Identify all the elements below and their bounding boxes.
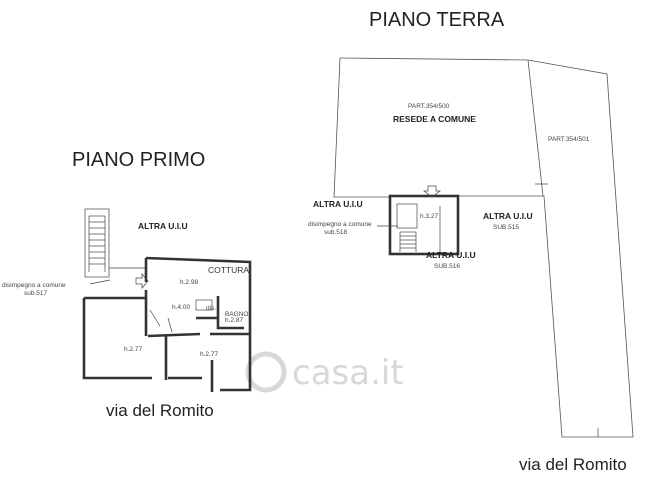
unit-left-walls <box>82 298 152 380</box>
altra-uiu-bottom-label: ALTRA U.I.U <box>426 250 476 260</box>
stair-height-label: h.3.27 <box>420 213 438 220</box>
first-stair-outline <box>84 208 110 278</box>
sub-516-label: SUB.516 <box>434 263 460 270</box>
hall-wall <box>147 332 201 338</box>
bathroom-label: BAGNO <box>225 311 248 318</box>
sub-515-label: SUB.515 <box>493 224 519 231</box>
first-corridor-label-line1: disimpegno a comune <box>2 282 66 289</box>
parcel-divider <box>527 59 544 197</box>
hall-door-swing <box>149 309 161 327</box>
stair-steps <box>399 231 417 252</box>
ground-street-label: via del Romito <box>519 455 627 474</box>
ground-floor-title: PIANO TERRA <box>369 9 505 31</box>
stair-landing <box>396 203 418 229</box>
altra-uiu-right-label: ALTRA U.I.U <box>483 211 533 221</box>
altra-uiu-left-label: ALTRA U.I.U <box>313 199 363 209</box>
hall-height-label: h.4.00 <box>172 304 190 311</box>
first-street-label: via del Romito <box>106 401 214 420</box>
bathroom-height-label: h.2.87 <box>225 317 243 324</box>
entrance-arrow-icon <box>422 185 442 198</box>
first-corridor-label-line2: sub.517 <box>24 290 48 297</box>
dis-label: dis. <box>206 305 216 312</box>
first-corridor-leader <box>89 279 111 285</box>
right-room-height-label: h.2.77 <box>200 351 218 358</box>
first-altra-uiu-label: ALTRA U.I.U <box>138 221 188 231</box>
parcel-501-label: PART.354/501 <box>548 136 590 143</box>
ground-floor-plan: PIANO TERRA PART.354/500 RESEDE A COMUNE… <box>308 9 634 474</box>
first-stair-steps <box>88 215 106 272</box>
parcel-500-label: PART.354/500 <box>408 103 450 110</box>
unit-right-walls <box>145 256 252 392</box>
lot-left-boundary <box>333 57 390 198</box>
first-entrance-arrow-icon <box>135 273 149 289</box>
stair-unit-walls <box>388 194 460 256</box>
watermark: casa.it <box>245 351 404 393</box>
closet-outline <box>195 299 213 311</box>
watermark-logo-icon <box>245 351 287 393</box>
first-floor-plan: PIANO PRIMO <box>2 149 252 420</box>
hall-door-leaf <box>167 317 173 333</box>
corridor-label-line1: disimpegno a comune <box>308 221 372 228</box>
shared-yard-label: RESEDE A COMUNE <box>393 114 476 124</box>
corridor-label-line2: sub.518 <box>324 229 348 236</box>
watermark-text: casa.it <box>292 353 404 393</box>
bathroom-walls <box>216 296 244 330</box>
left-room-height-label: h.2.77 <box>124 346 142 353</box>
kitchen-height-label: h.2.98 <box>180 279 198 286</box>
kitchen-label: COTTURA <box>208 265 249 275</box>
first-floor-title: PIANO PRIMO <box>72 149 205 171</box>
